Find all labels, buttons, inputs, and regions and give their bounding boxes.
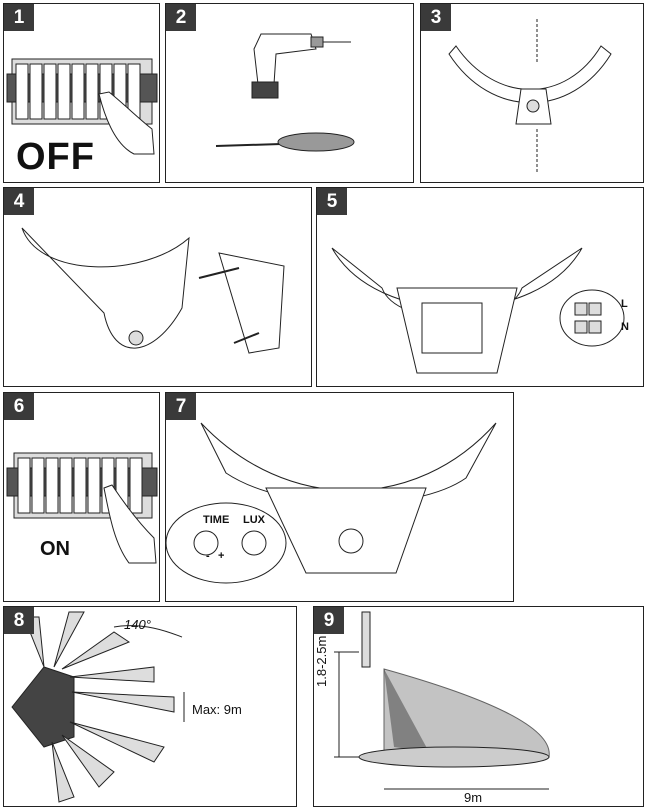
neutral-label: N [621,321,629,333]
step-number: 5 [317,188,347,215]
off-label: OFF [16,136,95,178]
step-3-panel: 3 [420,3,644,183]
live-label: L [621,298,628,310]
screwdriver-icon [215,132,355,152]
range-label: Max: 9m [192,702,242,717]
on-label: ON [40,538,70,560]
plus-label: + [218,550,225,562]
angle-label: 140° [124,617,151,632]
step-number: 2 [166,4,196,31]
step-8-panel: 8 140° Max: 9m [3,606,297,807]
adjustment-illustration [166,422,497,584]
step-5-panel: 5 L N [316,187,644,387]
step-6-panel: 6 ON [3,392,160,602]
step-7-panel: 7 TIME LUX - + [165,392,514,602]
installation-height-diagram [334,611,550,790]
minus-label: - [206,550,210,562]
step-number: 8 [4,607,34,634]
step-2-panel: 2 [165,3,414,183]
drill-icon [251,33,351,99]
breaker-off-illustration [6,58,158,155]
distance-label: 9m [464,790,483,805]
breaker-on-illustration [6,452,158,564]
wiring-illustration [331,247,625,374]
step-number: 1 [4,4,34,31]
step-number: 7 [166,393,196,420]
step-number: 9 [314,607,344,634]
disassembly-illustration [448,19,612,174]
height-label: 1.8-2.5m [314,635,329,687]
step-number: 6 [4,393,34,420]
step-number: 3 [421,4,451,31]
lux-label: LUX [243,514,265,526]
detection-angle-diagram [11,611,185,803]
step-4-panel: 4 [3,187,312,387]
step-1-panel: 1 OFF [3,3,160,183]
step-9-panel: 9 1.8-2.5m 9m [313,606,644,807]
time-label: TIME [203,514,230,526]
mounting-illustration [21,227,285,354]
step-number: 4 [4,188,34,215]
tools-illustration [215,33,355,152]
